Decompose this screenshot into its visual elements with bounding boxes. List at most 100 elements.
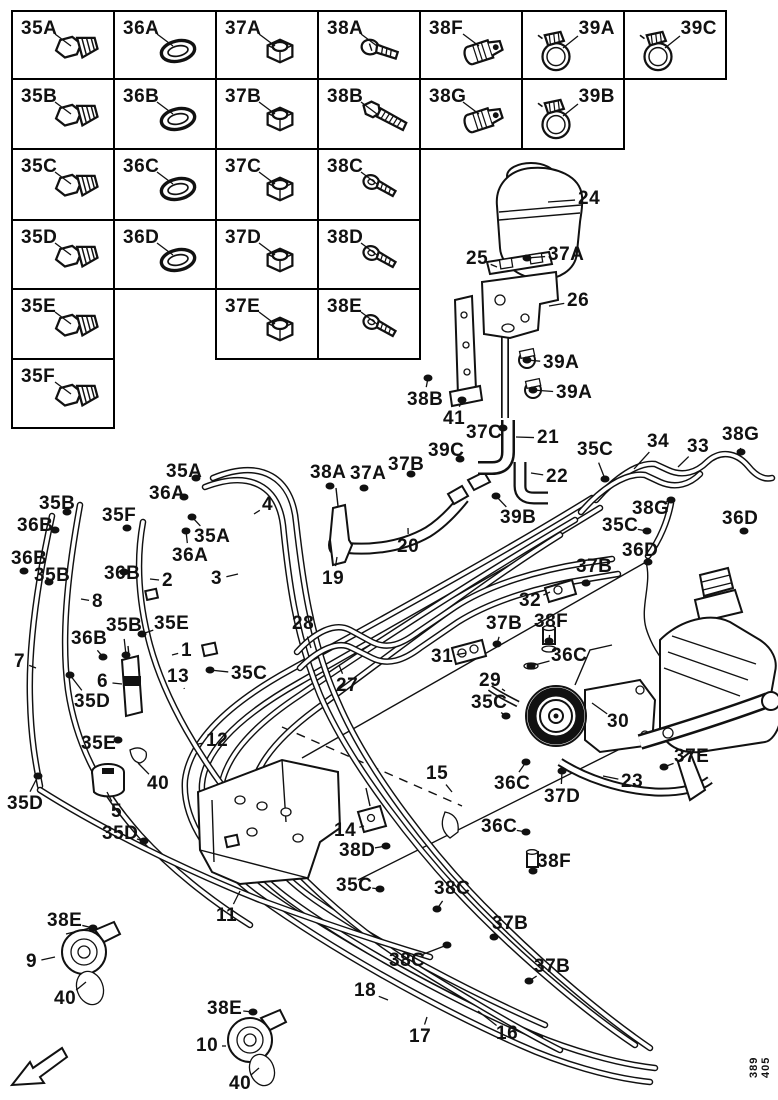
callout-36C-39: 36C — [481, 816, 518, 837]
steering-gear — [637, 566, 778, 802]
legend-cell-38C: 38C — [317, 148, 421, 221]
callout-35E-78: 35E — [154, 613, 190, 634]
fastener-dot — [457, 396, 467, 404]
legend-label: 36C — [123, 156, 160, 177]
direction-arrow — [9, 1046, 69, 1087]
fastener-dot — [191, 474, 201, 482]
fastener-dot — [88, 924, 98, 932]
callout-35D-83: 35D — [74, 691, 111, 712]
fastener-dot — [524, 977, 534, 985]
fastener-dot — [489, 933, 499, 941]
callout-13-80: 13 — [167, 666, 190, 687]
callout-37C-8: 37C — [466, 422, 503, 443]
fastener-dot — [739, 527, 749, 535]
legend-cell-38D: 38D — [317, 219, 421, 290]
callout-35D-88: 35D — [7, 793, 44, 814]
leader-line — [422, 944, 448, 956]
legend-cell-39A: 39A — [521, 10, 625, 80]
legend-leader — [258, 171, 276, 185]
legend-label: 38A — [327, 18, 364, 39]
leader-line — [591, 702, 608, 715]
callout-35A-63: 35A — [194, 526, 231, 547]
fastener-dot — [498, 424, 508, 432]
callout-37B-50: 37B — [534, 956, 571, 977]
legend-label: 37A — [225, 18, 262, 39]
leader-line — [80, 598, 90, 602]
legend-leader — [54, 171, 72, 185]
callout-5-87: 5 — [111, 801, 123, 822]
callout-39A-4: 39A — [543, 352, 580, 373]
callout-41-7: 41 — [443, 408, 466, 429]
fastener-dot — [248, 1008, 258, 1016]
callout-38D-45: 38D — [339, 840, 376, 861]
leader-line — [359, 825, 365, 828]
legend-label: 37E — [225, 296, 261, 317]
callout-36B-73: 36B — [104, 563, 141, 584]
leader-line — [543, 591, 551, 596]
fastener-dot — [119, 568, 129, 576]
inline-parts — [91, 587, 241, 849]
fastener-dot — [492, 640, 502, 648]
leader-line — [106, 791, 113, 802]
callout-36B-69: 36B — [11, 548, 48, 569]
fastener-dot — [522, 356, 532, 364]
legend-cell-35B: 35B — [11, 78, 115, 150]
callout-14-44: 14 — [334, 820, 357, 841]
callout-2-74: 2 — [162, 570, 174, 591]
fastener-dot — [528, 867, 538, 875]
fastener-dot — [121, 651, 131, 659]
leader-line — [112, 682, 123, 685]
callout-21-9: 21 — [537, 427, 560, 448]
leader-line — [253, 509, 261, 515]
leader-line — [423, 1016, 428, 1025]
legend-label: 38F — [429, 18, 464, 39]
callout-3-66: 3 — [211, 568, 223, 589]
legend-label: 38G — [429, 86, 467, 107]
legend-leader — [258, 33, 276, 47]
callout-12-85: 12 — [206, 730, 229, 751]
callout-33-20: 33 — [687, 436, 710, 457]
callout-38A-16: 38A — [310, 462, 347, 483]
callout-6-82: 6 — [97, 671, 109, 692]
callout-38F-30: 38F — [534, 611, 569, 632]
callout-38C-47: 38C — [434, 878, 471, 899]
fastener-dot — [98, 653, 108, 661]
fastener-dot — [736, 448, 746, 456]
legend-label: 35C — [21, 156, 58, 177]
legend-label: 37C — [225, 156, 262, 177]
legend-label: 38B — [327, 86, 364, 107]
callout-16-53: 16 — [496, 1023, 519, 1044]
callout-17-52: 17 — [409, 1026, 432, 1047]
callout-37E-35: 37E — [674, 746, 710, 767]
callout-37B-26: 37B — [576, 556, 613, 577]
leader-line — [149, 578, 160, 581]
fastener-dot — [643, 558, 653, 566]
fastener-dot — [522, 254, 532, 262]
callout-40-60: 40 — [229, 1073, 252, 1094]
callout-8-71: 8 — [92, 591, 104, 612]
legend-cell-38G: 38G — [419, 78, 523, 150]
callout-35B-76: 35B — [106, 615, 143, 636]
legend-cell-35F: 35F — [11, 358, 115, 429]
bracket-19 — [328, 487, 354, 567]
legend-leader — [360, 242, 378, 256]
legend-cell-37B: 37B — [215, 78, 319, 150]
legend-leader — [156, 242, 174, 256]
leader-line — [445, 784, 453, 793]
leader-line — [250, 1067, 260, 1076]
callout-37B-48: 37B — [492, 913, 529, 934]
callout-10-59: 10 — [196, 1035, 219, 1056]
callout-38E-58: 38E — [207, 998, 243, 1019]
fastener-dot — [528, 386, 538, 394]
fastener-dot — [557, 767, 567, 775]
fastener-dot — [44, 578, 54, 586]
callout-37A-17: 37A — [350, 463, 387, 484]
callout-9-55: 9 — [26, 951, 38, 972]
legend-leader — [156, 33, 174, 47]
leader-line — [477, 1010, 497, 1026]
leader-line — [232, 890, 241, 905]
fastener-dot — [205, 666, 215, 674]
fastener-dot — [325, 482, 335, 490]
callout-39B-13: 39B — [500, 507, 537, 528]
legend-leader — [562, 103, 579, 117]
